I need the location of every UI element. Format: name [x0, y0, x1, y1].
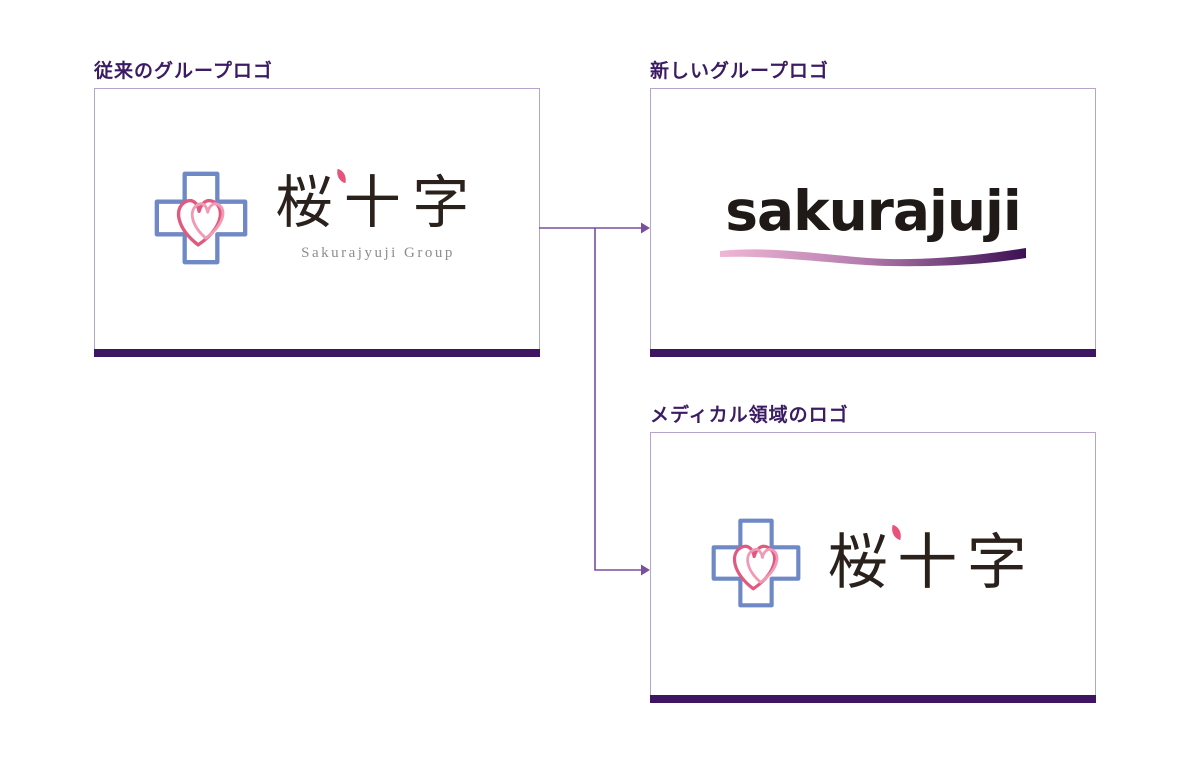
cross-heart-logo-icon	[155, 171, 248, 264]
old-logo-kanji-text: 桜十字	[275, 172, 481, 236]
old-logo-kanji: 桜十字	[275, 168, 481, 236]
branch-arrows-icon	[539, 222, 650, 576]
old-logo-text-block: 桜十字 Sakurajyuji Group	[275, 168, 481, 262]
gradient-swoosh-icon	[720, 248, 1026, 267]
medical-logo: 桜十字	[710, 517, 1037, 609]
new-logo-panel: sakurajuji	[650, 88, 1096, 357]
arrowhead-icon	[641, 222, 650, 234]
medical-logo-panel: 桜十字	[650, 432, 1096, 703]
cross-heart-logo-icon	[711, 518, 800, 607]
old-logo: 桜十字 Sakurajyuji Group	[153, 168, 481, 266]
arrowhead-icon	[641, 564, 650, 576]
medical-logo-kanji-text: 桜十字	[827, 529, 1037, 596]
old-logo-panel: 桜十字 Sakurajyuji Group	[94, 88, 540, 357]
new-logo-label: 新しいグループロゴ	[650, 61, 829, 82]
medical-logo-kanji: 桜十字	[827, 524, 1037, 596]
old-logo-subtitle: Sakurajyuji Group	[301, 244, 455, 261]
panel-bottom-bar	[650, 695, 1096, 703]
panel-bottom-bar	[94, 349, 540, 357]
panel-bottom-bar	[650, 349, 1096, 357]
new-logo-wordmark: sakurajuji	[725, 179, 1022, 243]
old-logo-label: 従来のグループロゴ	[94, 61, 273, 82]
medical-logo-label: メディカル領域のロゴ	[650, 405, 849, 426]
